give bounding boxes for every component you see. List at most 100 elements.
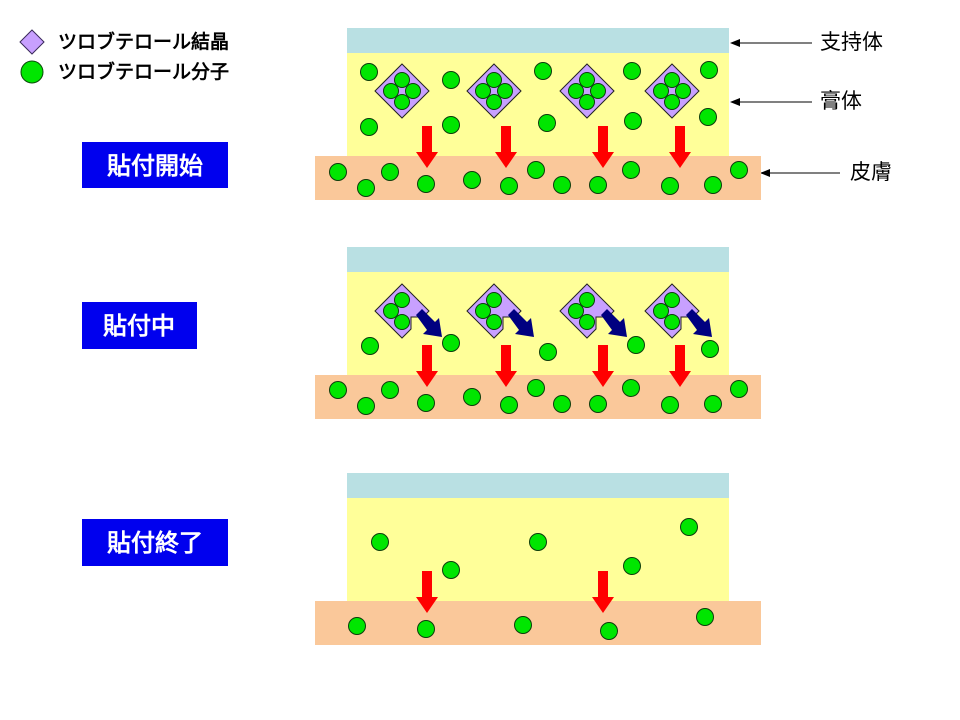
permeation-arrow-icon — [416, 571, 438, 613]
permeation-arrow-icon — [416, 126, 438, 168]
molecule-icon — [579, 94, 595, 110]
permeation-arrow-icon — [592, 345, 614, 387]
molecule-icon — [730, 380, 748, 398]
molecule-icon — [417, 175, 435, 193]
molecule-icon — [486, 72, 502, 88]
crystal-legend-icon — [19, 29, 45, 55]
stage-label-during-text: 貼付中 — [103, 312, 175, 340]
crystal-icon — [466, 63, 522, 119]
molecule-icon — [664, 292, 680, 308]
molecule-icon — [463, 388, 481, 406]
molecule-icon — [704, 176, 722, 194]
molecule-icon — [394, 94, 410, 110]
skin-pointer-arrowhead-icon — [760, 169, 770, 177]
backing-layer — [347, 247, 729, 272]
legend-crystal-label: ツロブテロール結晶 — [58, 30, 229, 53]
molecule-icon — [383, 83, 399, 99]
molecule-icon — [539, 343, 557, 361]
molecule-icon — [568, 83, 584, 99]
molecule-icon — [700, 61, 718, 79]
molecule-icon — [624, 112, 642, 130]
legend: ツロブテロール結晶 ツロブテロール分子 — [19, 29, 229, 84]
molecule-icon — [553, 395, 571, 413]
dissolving-crystal-icon — [466, 283, 534, 339]
molecule-icon — [475, 83, 491, 99]
molecule-icon — [371, 533, 389, 551]
molecule-icon — [527, 161, 545, 179]
molecule-icon — [357, 179, 375, 197]
molecule-icon — [527, 379, 545, 397]
molecule-icon — [529, 533, 547, 551]
crystal-body — [644, 63, 700, 119]
backing-layer — [347, 28, 729, 53]
molecule-icon — [360, 118, 378, 136]
molecule-icon — [622, 161, 640, 179]
panel-start — [315, 28, 761, 200]
ointment-label: 膏体 — [820, 89, 862, 113]
molecule-icon — [394, 292, 410, 308]
molecule-icon — [442, 71, 460, 89]
molecule-icon — [664, 72, 680, 88]
release-arrow-icon — [508, 309, 534, 337]
panel-during — [315, 247, 761, 419]
molecule-icon — [500, 177, 518, 195]
crystal-icon — [559, 63, 615, 119]
molecule-icon — [661, 177, 679, 195]
stage-label-start: 貼付開始 — [82, 142, 228, 188]
molecule-icon — [394, 314, 410, 330]
crystal-body — [374, 283, 430, 339]
molecule-icon — [701, 340, 719, 358]
molecule-icon — [579, 72, 595, 88]
permeation-arrow-icon — [592, 571, 614, 613]
molecule-icon — [538, 114, 556, 132]
legend-molecule-label: ツロブテロール分子 — [58, 60, 229, 83]
permeation-arrow-icon — [592, 126, 614, 168]
crystal-body — [559, 283, 615, 339]
molecule-icon — [486, 292, 502, 308]
crystal-body — [466, 283, 522, 339]
stage-label-end-bg — [82, 519, 228, 566]
molecule-icon — [394, 72, 410, 88]
dissolving-crystal-icon — [374, 283, 442, 339]
molecule-icon — [497, 83, 513, 99]
molecule-icon — [664, 94, 680, 110]
molecule-icon — [442, 561, 460, 579]
molecule-icon — [348, 617, 366, 635]
permeation-arrow-icon — [416, 345, 438, 387]
molecule-icon — [622, 379, 640, 397]
molecule-icon — [383, 303, 399, 319]
molecule-icon — [623, 62, 641, 80]
molecule-icon — [405, 83, 421, 99]
skin-layer — [315, 601, 761, 645]
panel-end — [315, 473, 761, 645]
crystal-icon — [374, 63, 430, 119]
molecule-icon — [361, 337, 379, 355]
backing-pointer-arrowhead-icon — [730, 39, 740, 47]
crystal-body — [374, 63, 430, 119]
release-arrow-icon — [416, 309, 442, 337]
molecule-icon — [553, 176, 571, 194]
molecule-icon — [653, 303, 669, 319]
skin-label: 皮膚 — [850, 160, 892, 184]
molecule-icon — [417, 620, 435, 638]
molecule-icon — [381, 163, 399, 181]
molecule-icon — [486, 94, 502, 110]
molecule-icon — [475, 303, 491, 319]
molecule-icon — [534, 62, 552, 80]
molecule-icon — [627, 336, 645, 354]
molecule-icon — [417, 394, 435, 412]
molecule-legend-icon — [20, 60, 44, 84]
stage-label-end: 貼付終了 — [82, 519, 228, 566]
permeation-arrow-icon — [495, 126, 517, 168]
molecule-icon — [699, 108, 717, 126]
permeation-arrow-icon — [495, 345, 517, 387]
molecule-icon — [442, 116, 460, 134]
molecule-icon — [514, 616, 532, 634]
molecule-icon — [653, 83, 669, 99]
backing-layer — [347, 473, 729, 498]
molecule-icon — [675, 83, 691, 99]
crystal-icon — [644, 63, 700, 119]
backing-label: 支持体 — [820, 30, 883, 54]
stage-label-end-text: 貼付終了 — [107, 529, 203, 557]
